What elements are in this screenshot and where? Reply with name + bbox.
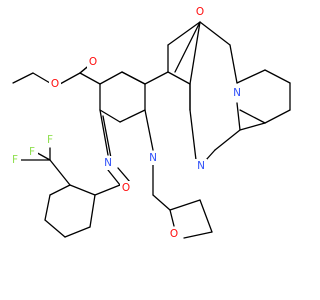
bond-26 bbox=[229, 44, 238, 84]
bond-30 bbox=[236, 69, 266, 84]
atom-label-bg-F_2 bbox=[26, 145, 38, 159]
bond-48 bbox=[44, 219, 66, 238]
atom-label-F_2: F bbox=[29, 146, 35, 158]
atom-label-bg-N_ring_bridge bbox=[231, 86, 243, 100]
atom-label-bg-O_ring_ketone bbox=[194, 5, 206, 19]
bond-23 bbox=[174, 21, 201, 73]
bond-layer bbox=[12, 21, 291, 239]
atom-label-N_ring_fused: N bbox=[197, 160, 205, 172]
bond-46 bbox=[49, 184, 71, 196]
bond-5 bbox=[79, 72, 101, 85]
atom-label-N_ring_1: N bbox=[149, 152, 157, 164]
atom-label-O_ester_ether: O bbox=[51, 78, 59, 90]
atom-label-bg-O_ester_carbonyl bbox=[87, 55, 99, 69]
bond-14 bbox=[102, 115, 112, 159]
atom-label-O_ring_ketone: O bbox=[196, 6, 204, 18]
bond-43 bbox=[117, 167, 131, 183]
bond-25 bbox=[199, 21, 231, 46]
atom-label-bg-F_3 bbox=[9, 153, 21, 167]
atom-label-N_ring_bridge: N bbox=[233, 87, 241, 99]
bond-21 bbox=[189, 109, 197, 161]
atom-label-bg-N_imine bbox=[102, 156, 114, 170]
bond-40 bbox=[199, 199, 213, 233]
bond-41 bbox=[183, 231, 213, 239]
bond-29 bbox=[205, 149, 216, 161]
bond-12 bbox=[119, 109, 146, 123]
atom-label-F_1: F bbox=[47, 134, 53, 146]
bond-11 bbox=[99, 109, 121, 123]
bond-27 bbox=[236, 102, 241, 131]
bond-2 bbox=[59, 72, 81, 85]
atom-label-bg-O_amide bbox=[120, 181, 132, 195]
bond-13 bbox=[99, 109, 109, 156]
bond-37 bbox=[152, 194, 171, 211]
atom-label-bg-F_1 bbox=[44, 133, 56, 147]
bond-31 bbox=[264, 69, 291, 84]
bond-33 bbox=[264, 109, 291, 124]
atom-label-bg-N_ring_fused bbox=[195, 159, 207, 173]
bond-15 bbox=[144, 71, 169, 85]
bond-35 bbox=[239, 122, 266, 131]
atom-label-bg-O_ester_ether bbox=[49, 77, 61, 91]
bond-9 bbox=[121, 71, 146, 85]
bond-45 bbox=[69, 184, 96, 196]
atom-label-O_amide: O bbox=[122, 182, 130, 194]
bond-34 bbox=[239, 109, 266, 124]
bond-44 bbox=[94, 184, 121, 196]
bond-1 bbox=[32, 72, 51, 84]
atom-label-bg-O_thf bbox=[168, 227, 180, 241]
bond-0 bbox=[12, 72, 34, 84]
atom-label-N_imine: N bbox=[104, 157, 112, 169]
bond-38 bbox=[169, 209, 175, 227]
bond-50 bbox=[89, 194, 96, 228]
bond-42 bbox=[107, 169, 121, 186]
bond-49 bbox=[64, 226, 91, 238]
bond-39 bbox=[169, 199, 201, 211]
bond-47 bbox=[44, 194, 51, 221]
bond-22 bbox=[189, 21, 201, 85]
bond-20 bbox=[144, 109, 154, 151]
atom-label-O_thf: O bbox=[170, 228, 178, 240]
bond-51 bbox=[49, 159, 71, 186]
bond-24 bbox=[167, 21, 201, 46]
bond-16 bbox=[167, 71, 191, 85]
atom-label-bg-N_ring_1 bbox=[147, 151, 159, 165]
bond-28 bbox=[214, 129, 241, 151]
atom-label-O_ester_carbonyl: O bbox=[89, 56, 97, 68]
atom-label-F_3: F bbox=[12, 154, 18, 166]
bond-7 bbox=[99, 71, 123, 85]
